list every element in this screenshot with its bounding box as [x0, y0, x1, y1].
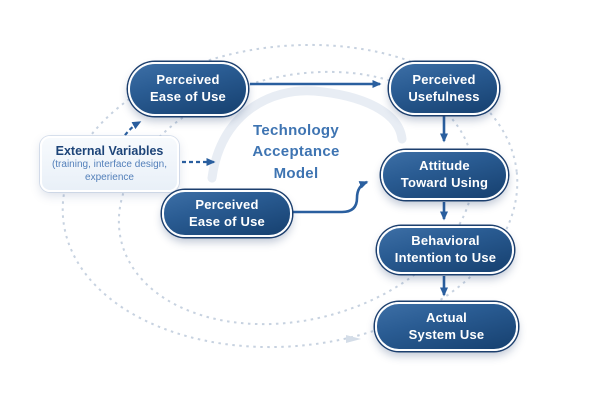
node-label-line: Toward Using — [400, 175, 489, 190]
node-label-line: System Use — [408, 326, 485, 342]
center-title-line1: Technology — [252, 122, 340, 139]
external-variables-subtitle-line1: (training, interface design, — [51, 159, 168, 170]
node-label-line: Actual — [426, 309, 467, 325]
swoosh-arc — [207, 86, 407, 183]
node-label-line: Ease of Use — [189, 213, 265, 229]
node-label-line: Usefulness — [408, 88, 480, 104]
center-title: Technology Acceptance Model — [234, 120, 358, 184]
orbit-arrowhead — [346, 335, 361, 343]
node-perceived-usefulness: Perceived Usefulness — [389, 62, 499, 115]
node-perceived-ease-of-use-top: Perceived Ease of Use — [128, 62, 248, 116]
arrow-peou-mid-to-attitude — [293, 180, 369, 214]
node-label-line: Ease of Use — [150, 89, 226, 104]
node-label-line: Attitude — [419, 158, 470, 174]
node-label-line: Perceived — [195, 196, 259, 212]
node-label-line: Perceived — [412, 71, 476, 87]
external-variables-title: External Variables — [55, 144, 164, 158]
center-title-line3: Model — [273, 164, 319, 182]
node-behavioral-intention-to-use: Behavioral Intention to Use — [377, 226, 514, 274]
orbit-ellipse-outer — [61, 43, 519, 349]
node-label-line: Perceived — [156, 72, 220, 88]
node-perceived-ease-of-use-mid: Perceived Ease of Use — [162, 190, 292, 237]
center-title-line2: Acceptance — [252, 143, 340, 161]
node-label-line: Intention to Use — [394, 250, 497, 265]
external-variables-subtitle-line2: experience — [85, 171, 134, 183]
node-attitude-toward-using: Attitude Toward Using — [381, 150, 508, 200]
node-label-line: Behavioral — [411, 233, 480, 249]
external-variables-box: External Variables (training, interface … — [40, 136, 179, 192]
node-actual-system-use: Actual System Use — [375, 302, 518, 351]
